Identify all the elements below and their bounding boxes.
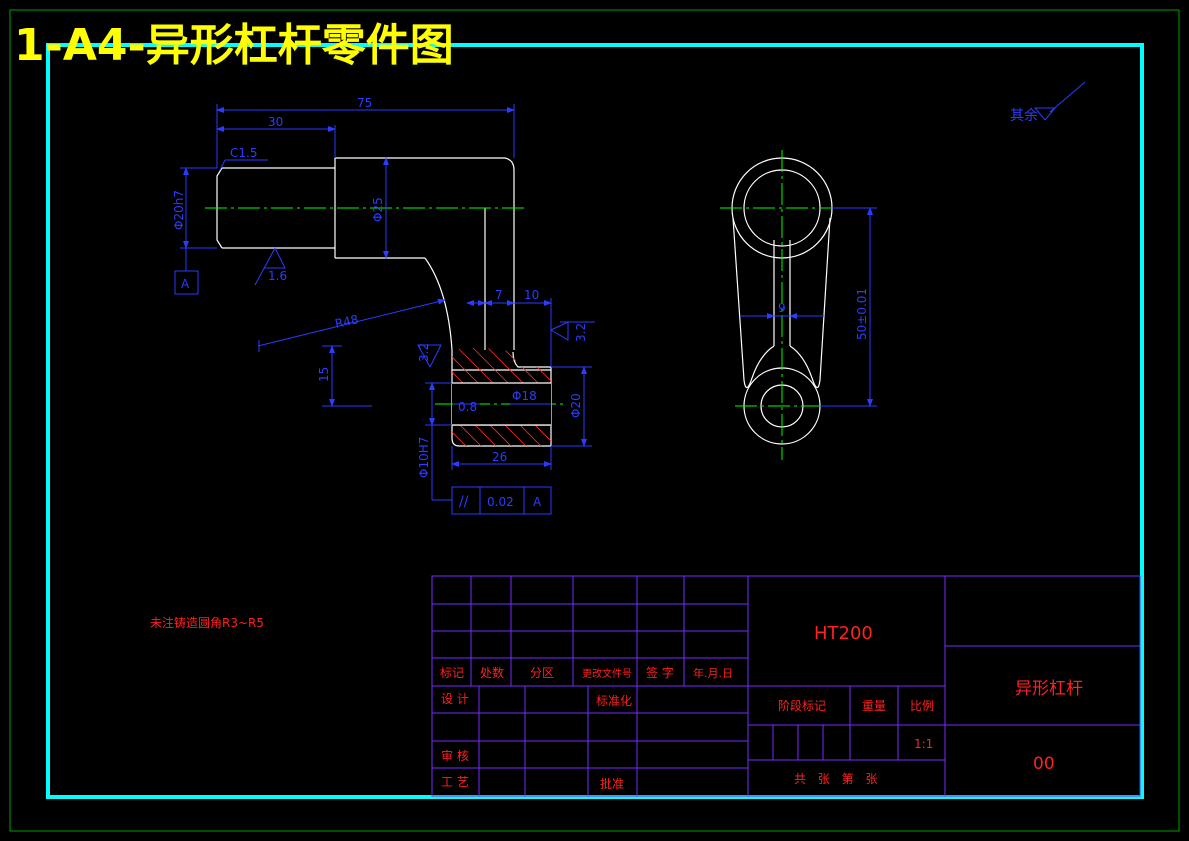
dim-phi10h7: Φ10H7 xyxy=(417,437,431,478)
inner-border xyxy=(46,43,1144,799)
roughness-3-2-b: 3.2 xyxy=(574,323,588,342)
row-review: 审 核 xyxy=(441,748,469,763)
casting-note: 未注铸造圆角R3~R5 xyxy=(150,615,264,630)
part-name: 异形杠杆 xyxy=(1015,679,1083,699)
dimension-text-left: 75 30 C1.5 Φ20h7 Φ25 R48 7 10 15 Φ20 Φ10… xyxy=(172,96,1038,510)
standardize-label: 标准化 xyxy=(596,694,632,708)
dim-r48: R48 xyxy=(334,312,360,331)
scale-label: 比例 xyxy=(910,699,934,713)
roughness-3-2-a: 3.2 xyxy=(417,343,431,362)
datum-label: A xyxy=(181,277,190,291)
dim-15: 15 xyxy=(317,367,331,382)
header-mark: 标记 xyxy=(440,666,464,680)
weight-label: 重量 xyxy=(862,699,886,713)
dim-7: 7 xyxy=(495,288,503,302)
dim-9: 9 xyxy=(778,301,786,315)
dim-26: 26 xyxy=(492,450,507,464)
dim-30: 30 xyxy=(268,115,283,129)
header-change-doc: 更改文件号 xyxy=(582,667,632,680)
header-sign: 签 字 xyxy=(646,665,674,680)
header-zone: 分区 xyxy=(530,666,554,680)
dim-phi20h7: Φ20h7 xyxy=(172,190,186,230)
tolerance-value: 0.02 xyxy=(487,495,514,509)
roughness-1-6: 1.6 xyxy=(268,269,287,283)
dim-phi20: Φ20 xyxy=(569,393,583,418)
dim-chamfer: C1.5 xyxy=(230,146,257,160)
dim-phi18: Φ18 xyxy=(512,389,537,403)
header-count: 处数 xyxy=(480,665,504,680)
header-date: 年.月.日 xyxy=(693,666,733,680)
row-design: 设 计 xyxy=(441,692,469,706)
dim-10: 10 xyxy=(524,288,539,302)
material-value: HT200 xyxy=(814,623,873,644)
row-process: 工 艺 xyxy=(441,775,469,789)
outer-border xyxy=(9,9,1180,832)
title-block xyxy=(431,575,1141,797)
scale-value: 1:1 xyxy=(914,737,933,751)
centerlines-left xyxy=(205,207,565,405)
roughness-rest: 其余 xyxy=(1010,107,1038,124)
page-title: 1-A4-异形杠杆零件图 xyxy=(14,20,454,71)
dim-0-8: 0.8 xyxy=(458,400,477,414)
approve-label: 批准 xyxy=(600,776,624,791)
dim-75: 75 xyxy=(357,96,372,110)
centerlines-right xyxy=(720,150,845,460)
dim-50: 50±0.01 xyxy=(855,288,869,340)
drawing-number: 00 xyxy=(1033,754,1055,774)
title-block-text: HT200 异形杠杆 00 标记 处数 分区 更改文件号 签 字 年.月.日 设… xyxy=(440,623,1083,791)
tolerance-datum: A xyxy=(533,495,542,509)
stage-mark-label: 阶段标记 xyxy=(778,698,826,713)
dim-phi25: Φ25 xyxy=(371,197,385,222)
sheets-label: 共 张 第 张 xyxy=(794,772,881,786)
dimensions-right xyxy=(740,207,877,407)
tolerance-symbol: // xyxy=(459,494,469,510)
dimensions-left xyxy=(174,81,1086,515)
